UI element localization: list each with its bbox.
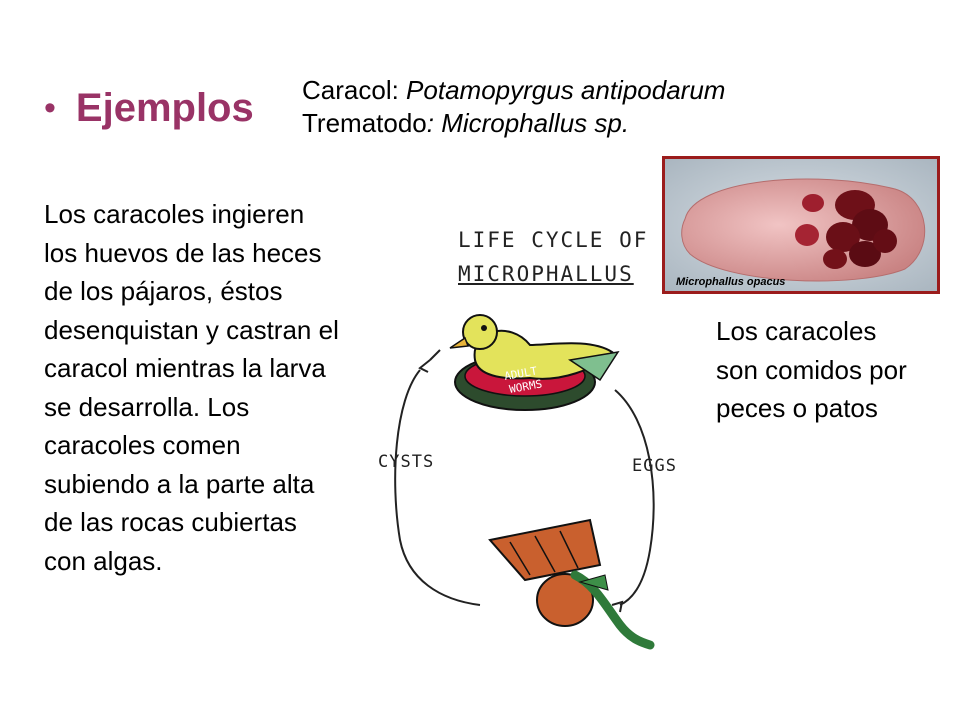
adult-worms-label-line2: WORMS (508, 377, 543, 396)
diagram-title-line1: LIFE CYCLE OF (458, 228, 649, 252)
microphallus-photo (662, 156, 940, 294)
trematode-label: Trematodo (302, 108, 427, 138)
photo-caption: Microphallus opacus (676, 276, 786, 288)
predation-paragraph: Los caracoles son comidos por peces o pa… (716, 316, 907, 423)
eggs-label: EGGS (632, 456, 677, 476)
snail-illustration (488, 518, 655, 650)
trematode-species-line: Trematodo: Microphallus sp. (302, 107, 725, 140)
description-paragraph: Los caracoles ingieren los huevos de las… (44, 199, 339, 576)
duck-with-worms-illustration (449, 314, 620, 411)
snail-name: Potamopyrgus antipodarum (406, 75, 726, 105)
title-row: • Ejemplos (44, 88, 254, 128)
snail-species-line: Caracol: Potamopyrgus antipodarum (302, 74, 725, 107)
diagram-title-line2: MICROPHALLUS (458, 262, 634, 286)
adult-worms-label-line1: ADULT (503, 364, 538, 383)
slide-title: Ejemplos (75, 86, 254, 130)
snail-label: Caracol: (302, 75, 407, 105)
cysts-label: CYSTS (378, 452, 435, 472)
life-cycle-diagram: LIFE CYCLE OF MICROPHALLUS ADULT WORMS (350, 220, 690, 650)
species-block: Caracol: Potamopyrgus antipodarum Tremat… (302, 74, 725, 140)
trematode-name: : Microphallus sp. (426, 108, 630, 138)
bullet-marker: • (44, 89, 56, 127)
